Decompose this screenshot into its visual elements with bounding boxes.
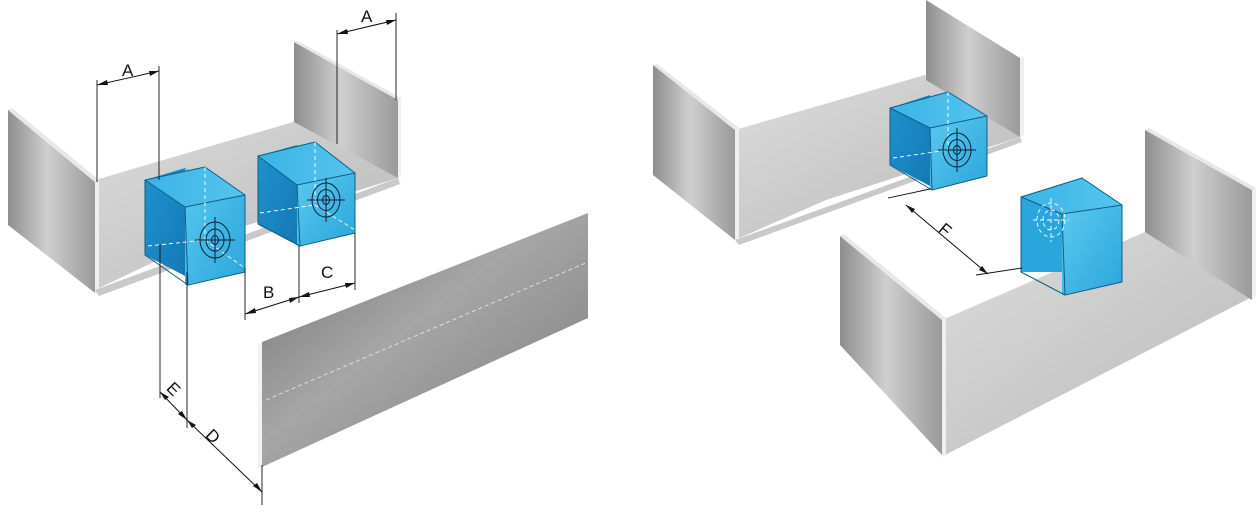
cube-3-top-face [890, 92, 987, 128]
left-channel-wall-right [294, 42, 398, 178]
right-front-floor [942, 232, 1250, 455]
target-icon [307, 178, 345, 222]
left-channel-wall-left [8, 110, 95, 293]
cube-3-side-face [930, 116, 987, 190]
sensor-cube-1 [144, 166, 246, 286]
front-plate [258, 211, 592, 468]
target-icon [195, 217, 235, 263]
cube-1-top-face [145, 167, 245, 207]
label-c: C [321, 263, 333, 282]
cube-4-side-face [1062, 205, 1122, 295]
target-icon [938, 128, 976, 172]
front-plate-face [262, 213, 588, 467]
label-a-left: A [122, 61, 134, 80]
cube-4-top-face [1021, 178, 1122, 214]
right-front-wall-right [1145, 130, 1252, 300]
cube-2-top-face [258, 142, 355, 185]
label-f: F [935, 219, 955, 240]
right-channel-front [840, 128, 1256, 457]
right-back-wall-left [653, 65, 735, 240]
dimension-lines-left [96, 13, 397, 505]
label-a-right: A [361, 7, 373, 26]
sensor-cube-2 [257, 141, 356, 247]
target-hidden-icon [1033, 198, 1069, 242]
sensor-cube-4 [1020, 177, 1123, 296]
label-b: B [263, 283, 274, 302]
right-back-wall-right [926, 0, 1020, 137]
label-d: D [202, 425, 224, 447]
dimension-lines-right [887, 188, 1023, 276]
right-front-wall-left [840, 236, 942, 455]
sensor-cube-3 [889, 91, 988, 191]
